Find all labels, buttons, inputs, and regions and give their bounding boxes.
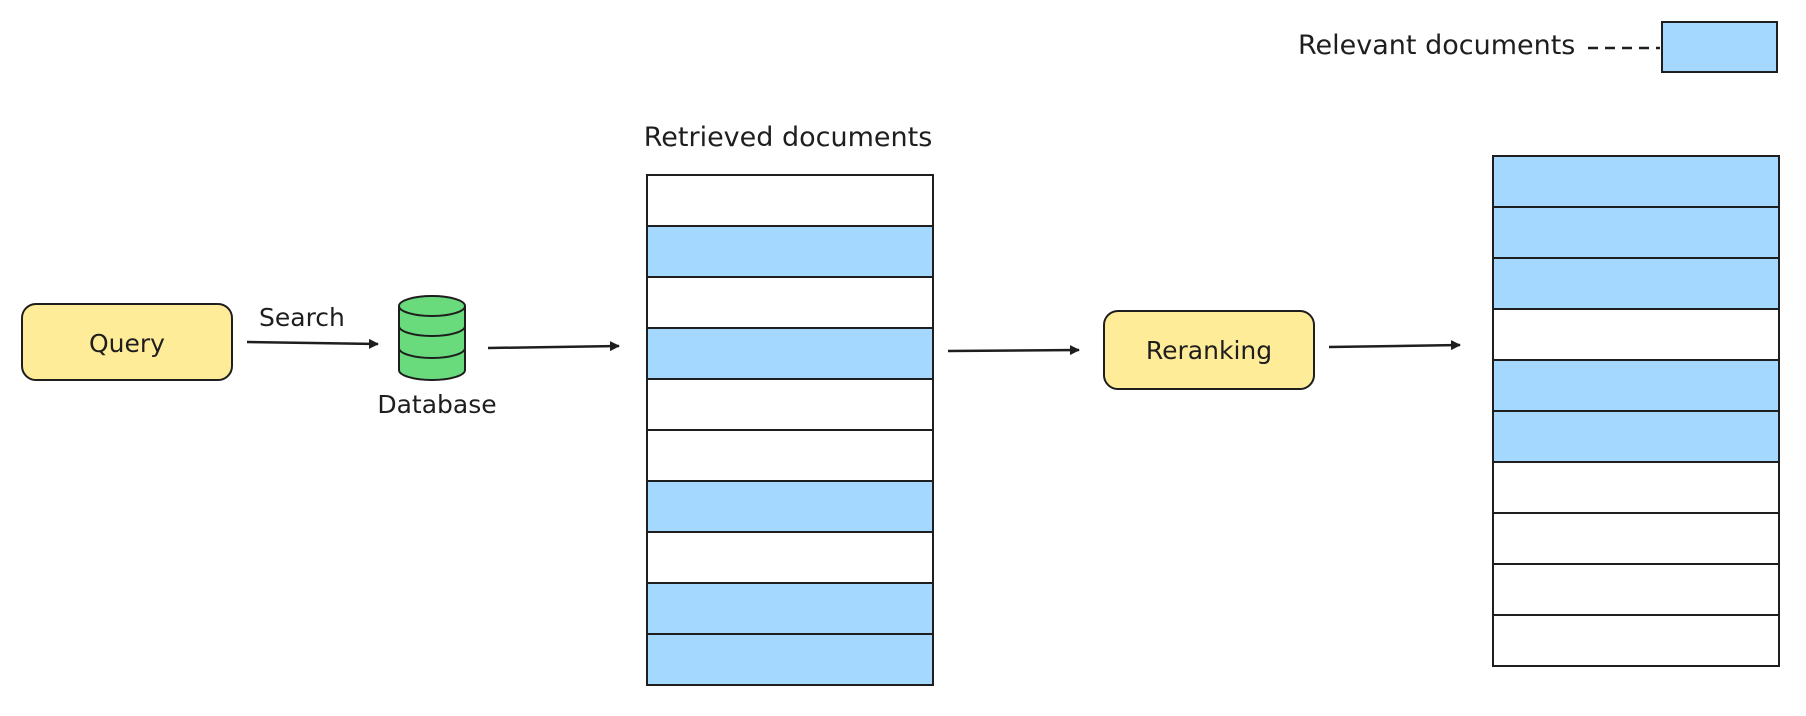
database-label: Database: [377, 390, 496, 419]
retrieved-document-4-relevant: [646, 327, 934, 380]
retrieved-stack: [646, 174, 934, 686]
reranked-document-9: [1492, 563, 1780, 616]
database-node: Database: [377, 295, 497, 419]
arrow-database-to-retrieved: [487, 341, 620, 352]
reranking-node: Reranking: [1103, 310, 1315, 390]
query-box: [21, 303, 233, 381]
reranking-label: Reranking: [1146, 336, 1272, 365]
reranked-stack: [1492, 155, 1780, 667]
database-icon: [398, 295, 466, 381]
retrieved-document-10-relevant: [646, 633, 934, 686]
reranked-document-4: [1492, 308, 1780, 361]
reranked-document-6-relevant: [1492, 410, 1780, 463]
reranked-document-10: [1492, 614, 1780, 667]
reranked-document-5-relevant: [1492, 359, 1780, 412]
arrow-reranking-to-reranked: [1328, 340, 1461, 351]
reranked-document-3-relevant: [1492, 257, 1780, 310]
retrieved-document-8: [646, 531, 934, 584]
legend-swatch: [1661, 21, 1778, 73]
search-arrow: [246, 338, 379, 349]
retrieved-document-3: [646, 276, 934, 329]
retrieved-title: Retrieved documents: [644, 122, 933, 153]
legend-label: Relevant documents: [1298, 30, 1575, 61]
retrieved-document-1: [646, 174, 934, 227]
retrieved-document-9-relevant: [646, 582, 934, 635]
reranked-document-1-relevant: [1492, 155, 1780, 208]
search-edge: Search: [246, 303, 379, 349]
retrieved-document-7-relevant: [646, 480, 934, 533]
reranked-document-7: [1492, 461, 1780, 514]
arrow-retrieved-to-reranking: [947, 345, 1080, 356]
search-label: Search: [259, 303, 345, 332]
reranked-document-2-relevant: [1492, 206, 1780, 259]
query-label: Query: [89, 329, 165, 358]
query-node: Query: [21, 303, 233, 381]
retrieved-document-6: [646, 429, 934, 482]
retrieved-document-5: [646, 378, 934, 431]
reranking-box: [1103, 310, 1315, 390]
legend: Relevant documents: [1298, 21, 1778, 73]
reranked-document-8: [1492, 512, 1780, 565]
reranked-documents: [1492, 155, 1780, 667]
retrieved-documents: Retrieved documents: [644, 122, 934, 686]
retrieved-document-2-relevant: [646, 225, 934, 278]
